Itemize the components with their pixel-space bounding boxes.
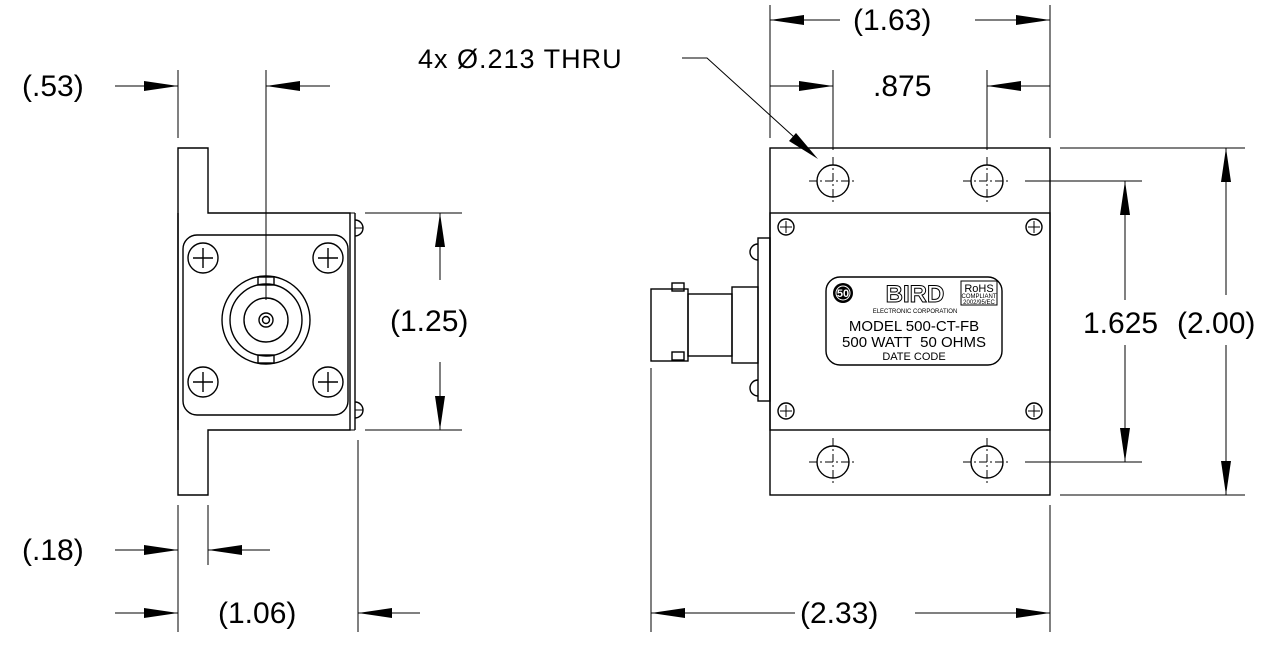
rohs-directive: 2002/95/EC [963,300,995,306]
dim-163: (1.63) [769,4,1051,138]
mounting-hole-tr [963,157,1011,205]
hole-callout-label: 4x Ø.213 THRU [418,44,623,74]
dim-200: (2.00) [1060,147,1255,496]
flange-screw-bl [187,366,219,398]
flange-screw-br [312,366,344,398]
dim-233-label: (2.33) [800,597,878,630]
dim-106: (1.06) [115,440,420,632]
dim-018: (.18) [22,505,270,632]
end-view: (.53) (1.25) (.18) [22,70,468,632]
dim-0875: .875 [770,70,1050,150]
flange-screw-tr [312,242,344,274]
bnc-connector-side [650,237,771,402]
mounting-hole-tl [809,157,857,205]
dim-125: (1.25) [365,212,468,431]
cover-screw-bl [777,402,795,420]
end-view-outline [177,147,351,496]
flange-screw-tl [187,242,219,274]
bird-logo: BIRD [886,281,945,308]
rohs-label: RoHS [964,283,993,295]
nameplate: 50 BIRD ELECTRONIC CORPORATION RoHS COMP… [825,276,1003,366]
top-view: 50 BIRD ELECTRONIC CORPORATION RoHS COMP… [418,4,1255,632]
rating-text: 500 WATT 50 OHMS [842,334,986,351]
dim-0875-label: .875 [873,70,931,103]
dim-1625: 1.625 [1025,180,1158,463]
mounting-hole-br [963,438,1011,486]
mounting-hole-bl [809,438,857,486]
dim-125-label: (1.25) [390,305,468,338]
dim-200-label: (2.00) [1177,307,1255,340]
dim-018-label: (.18) [22,534,84,567]
company-name: ELECTRONIC CORPORATION [873,309,958,315]
fifty-badge-label: 50 [837,288,849,300]
rohs-compliant: COMPLIANT [961,294,996,300]
rohs-box [960,280,998,306]
model-text: MODEL 500-CT-FB [849,318,979,335]
dim-163-label: (1.63) [853,4,931,37]
dim-1625-label: 1.625 [1083,307,1158,340]
nameplate-frame [825,276,1003,366]
hole-callout: 4x Ø.213 THRU [418,44,818,159]
dim-053: (.53) [22,70,330,300]
date-code-text: DATE CODE [882,351,945,363]
cover-screw-br [1025,402,1043,420]
cover-screw-tl [777,218,795,236]
cover-screw-tr [1025,218,1043,236]
dim-106-label: (1.06) [218,597,296,630]
dim-233: (2.33) [650,368,1051,632]
dim-053-label: (.53) [22,70,84,103]
